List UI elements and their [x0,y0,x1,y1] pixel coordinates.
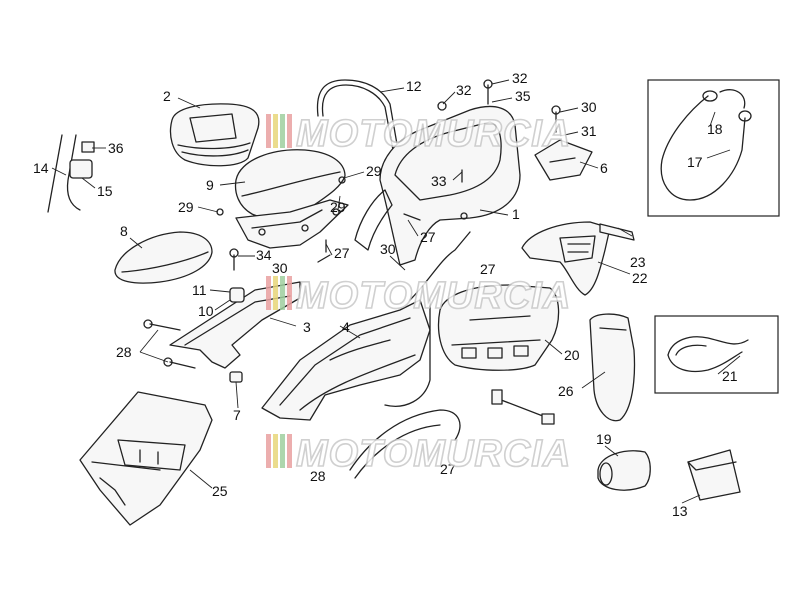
label-9: 9 [206,177,214,193]
label-31: 31 [581,123,597,139]
leader-lines [51,79,741,504]
label-27-rear: 27 [480,261,496,277]
label-1: 1 [512,206,520,222]
part-fuse-holder[interactable] [47,134,95,213]
boxed-strap [654,315,779,394]
label-30-left: 30 [272,260,288,276]
part-seat-base[interactable] [234,149,349,249]
label-27-right: 27 [420,229,436,245]
part-right-side-panel[interactable] [261,299,431,421]
label-21: 21 [722,368,738,384]
label-30-center: 30 [380,241,396,257]
part-tool-bag[interactable] [687,449,741,501]
label-11: 11 [192,282,207,298]
label-4: 4 [342,319,350,335]
label-14: 14 [33,160,49,176]
label-12: 12 [406,78,422,94]
part-strap[interactable] [667,336,749,373]
label-18: 18 [707,121,723,137]
label-28-left: 28 [116,344,132,360]
part-pin-assembly[interactable] [491,389,555,425]
part-cover-plate[interactable] [534,139,593,181]
part-security-cable[interactable] [660,89,752,201]
label-29-left: 29 [178,199,194,215]
part-seat-cover[interactable] [169,103,260,167]
label-35: 35 [515,88,531,104]
watermark-text: MOTOMURCIA [296,433,571,475]
label-6: 6 [600,160,608,176]
label-22: 22 [632,270,648,286]
part-plate-holder[interactable] [589,313,636,422]
label-17: 17 [687,154,703,170]
label-25: 25 [212,483,228,499]
label-3: 3 [303,319,311,335]
label-26: 26 [558,383,574,399]
label-7: 7 [233,407,241,423]
part-undertray[interactable] [79,391,213,526]
watermark-text: MOTOMURCIA [296,113,571,155]
watermark-text: MOTOMURCIA [296,275,571,317]
label-27-lower: 27 [440,461,456,477]
label-13: 13 [672,503,688,519]
boxed-cable-kit [647,79,780,217]
label-32-left: 32 [456,82,472,98]
watermark-bottom: MOTOMURCIA [266,432,571,476]
part-inner-fender[interactable] [349,409,461,479]
part-rear-hugger[interactable] [521,221,611,296]
part-tool-roll[interactable] [597,450,651,491]
part-bracket[interactable] [599,223,635,241]
part-tail-fairing[interactable] [354,105,521,266]
part-storage-tray[interactable] [437,284,560,371]
label-8: 8 [120,223,128,239]
label-30-top: 30 [581,99,597,115]
label-33: 33 [431,173,447,189]
part-labels: 1 2 3 4 6 7 8 9 10 11 12 13 14 15 17 18 … [33,70,738,519]
label-32-right: 32 [512,70,528,86]
label-2: 2 [163,88,171,104]
label-23: 23 [630,254,646,270]
label-34: 34 [256,247,272,263]
label-29-right: 29 [366,163,382,179]
part-seat-pad[interactable] [114,231,213,284]
label-27-center: 27 [334,245,350,261]
label-36: 36 [108,140,124,156]
watermark-top: MOTOMURCIA [266,112,571,156]
label-10: 10 [198,303,214,319]
watermark-middle: MOTOMURCIA [266,274,571,318]
part-grab-rail[interactable] [316,79,399,151]
label-28-lower: 28 [310,468,326,484]
label-19: 19 [596,431,612,447]
label-15: 15 [97,183,113,199]
label-29-lower: 29 [330,199,346,215]
part-center-cowl[interactable] [384,231,471,407]
label-20: 20 [564,347,580,363]
